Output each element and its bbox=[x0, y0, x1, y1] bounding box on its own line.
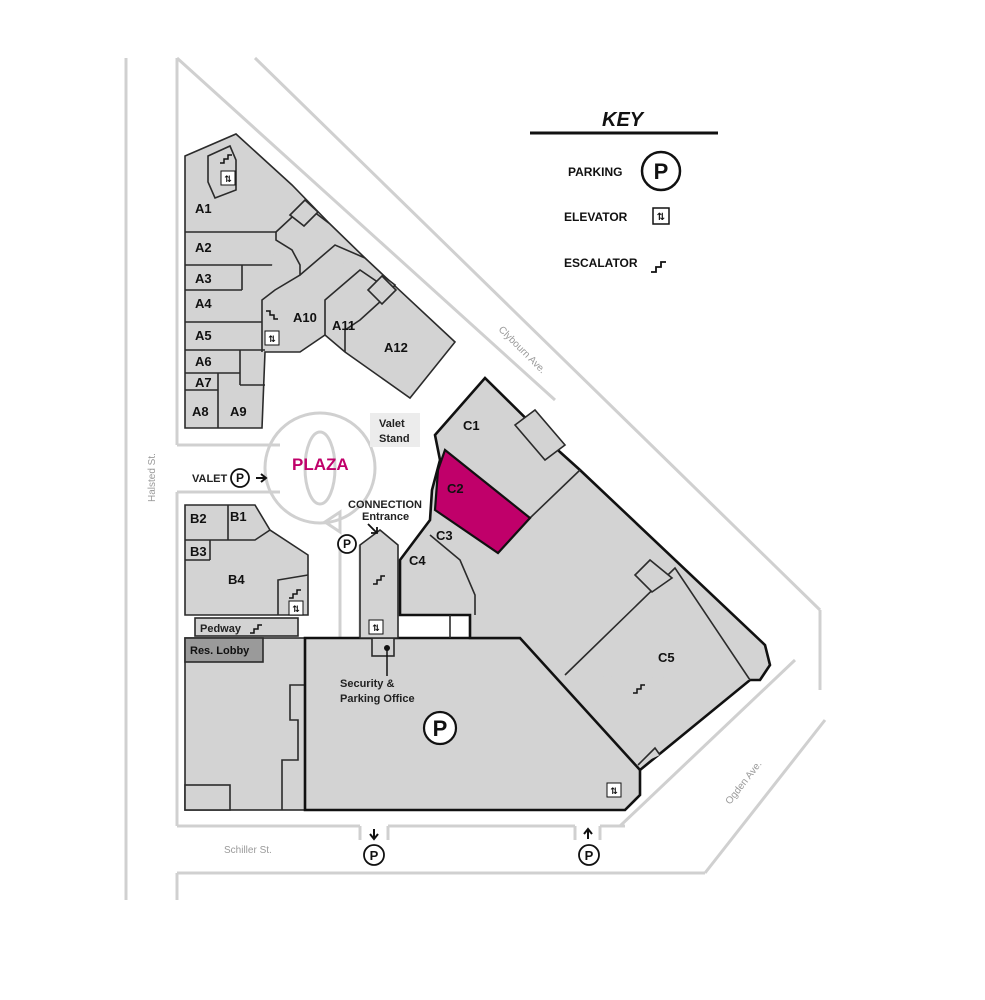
key-escalator-label: ESCALATOR bbox=[564, 256, 638, 270]
connection-label-1: CONNECTION bbox=[348, 499, 422, 511]
elevator-icon: ⇅ bbox=[288, 600, 304, 616]
svg-text:⇅: ⇅ bbox=[292, 605, 300, 615]
unit-a4-label[interactable]: A4 bbox=[195, 296, 212, 311]
unit-a9-label[interactable]: A9 bbox=[230, 404, 247, 419]
svg-text:⇅: ⇅ bbox=[372, 624, 380, 634]
escalator-icon bbox=[373, 575, 385, 585]
escalator-icon bbox=[250, 624, 262, 634]
elevator-icon: ⇅ bbox=[264, 330, 280, 346]
unit-c4-label[interactable]: C4 bbox=[409, 553, 426, 568]
plaza-label: PLAZA bbox=[292, 455, 349, 474]
svg-text:⇅: ⇅ bbox=[224, 175, 232, 185]
security-pointer-dot bbox=[384, 645, 390, 651]
key-escalator-icon bbox=[651, 261, 666, 273]
unit-a12-label[interactable]: A12 bbox=[384, 340, 408, 355]
escalator-icon bbox=[633, 684, 645, 694]
key-elevator-label: ELEVATOR bbox=[564, 210, 628, 224]
key-title: KEY bbox=[602, 109, 645, 131]
elevator-icon: ⇅ bbox=[368, 619, 384, 635]
unit-b3-label[interactable]: B3 bbox=[190, 544, 207, 559]
building-b bbox=[184, 504, 309, 637]
valet-arrow-icon bbox=[256, 473, 268, 483]
south-west-block bbox=[184, 637, 306, 811]
svg-text:P: P bbox=[236, 471, 244, 485]
map-key: KEY PARKING P ELEVATOR ⇅ ESCALATOR bbox=[530, 109, 718, 273]
unit-a7-label[interactable]: A7 bbox=[195, 375, 212, 390]
unit-c1-label[interactable]: C1 bbox=[463, 418, 480, 433]
svg-text:P: P bbox=[343, 537, 351, 551]
svg-text:P: P bbox=[370, 848, 379, 863]
security-label-1: Security & bbox=[340, 678, 394, 690]
escalator-icon bbox=[220, 154, 232, 164]
unit-b1-label[interactable]: B1 bbox=[230, 509, 247, 524]
svg-text:P: P bbox=[654, 159, 669, 184]
res-lobby-label: Res. Lobby bbox=[190, 645, 250, 657]
unit-a11-label[interactable]: A11 bbox=[332, 318, 355, 333]
building-c bbox=[359, 376, 772, 772]
unit-c3-label[interactable]: C3 bbox=[436, 528, 453, 543]
unit-c2-highlight[interactable] bbox=[433, 448, 532, 555]
unit-c5-label[interactable]: C5 bbox=[658, 650, 675, 665]
valet-label: VALET bbox=[192, 473, 228, 485]
unit-b2-label[interactable]: B2 bbox=[190, 511, 207, 526]
unit-a5-label[interactable]: A5 bbox=[195, 328, 212, 343]
unit-a8-label[interactable]: A8 bbox=[192, 404, 209, 419]
security-office bbox=[371, 637, 395, 657]
parking-icon[interactable]: P bbox=[363, 844, 385, 866]
elevator-icon: ⇅ bbox=[220, 170, 236, 186]
connection-label-2: Entrance bbox=[362, 511, 409, 523]
security-label-2: Parking Office bbox=[340, 693, 415, 705]
schiller-street-label: Schiller St. bbox=[224, 845, 272, 856]
unit-a1-label[interactable]: A1 bbox=[195, 201, 212, 216]
valet-stand-label-1: Valet bbox=[379, 418, 405, 430]
escalator-icon bbox=[266, 310, 278, 320]
unit-a2-label[interactable]: A2 bbox=[195, 240, 212, 255]
unit-labels: A1 A2 A3 A4 A5 A6 A7 A8 A9 A10 A11 A12 B… bbox=[190, 201, 675, 665]
ogden-avenue-label: Ogden Ave. bbox=[724, 759, 765, 807]
elevator-icon: ⇅ bbox=[606, 782, 622, 798]
unit-a6-label[interactable]: A6 bbox=[195, 354, 212, 369]
halsted-street-label: Halsted St. bbox=[147, 453, 158, 502]
parking-icon[interactable]: P bbox=[422, 710, 458, 746]
unit-c2-label[interactable]: C2 bbox=[447, 481, 464, 496]
svg-text:P: P bbox=[585, 848, 594, 863]
svg-text:P: P bbox=[433, 716, 448, 741]
unit-b4-label[interactable]: B4 bbox=[228, 572, 245, 587]
parking-icon[interactable]: P bbox=[230, 468, 250, 488]
parking-icon[interactable]: P bbox=[337, 534, 357, 554]
south-entry-arrow-icon bbox=[583, 827, 593, 839]
escalator-icon bbox=[289, 589, 301, 599]
building-a bbox=[184, 133, 457, 429]
key-parking-icon: P bbox=[640, 150, 682, 192]
valet-stand-label-2: Stand bbox=[379, 433, 410, 445]
pedway-label: Pedway bbox=[200, 623, 242, 635]
south-exit-arrow-icon bbox=[369, 829, 379, 841]
svg-text:⇅: ⇅ bbox=[268, 335, 276, 345]
valet-stand-box bbox=[370, 413, 420, 447]
parking-icon[interactable]: P bbox=[578, 844, 600, 866]
unit-a3-label[interactable]: A3 bbox=[195, 271, 212, 286]
key-elevator-icon: ⇅ bbox=[652, 207, 670, 225]
street-lines bbox=[124, 56, 827, 900]
svg-text:⇅: ⇅ bbox=[610, 787, 618, 797]
connection-arrow-icon bbox=[367, 523, 378, 534]
svg-text:⇅: ⇅ bbox=[657, 212, 665, 223]
key-parking-label: PARKING bbox=[568, 165, 622, 179]
unit-a10-label[interactable]: A10 bbox=[293, 310, 317, 325]
